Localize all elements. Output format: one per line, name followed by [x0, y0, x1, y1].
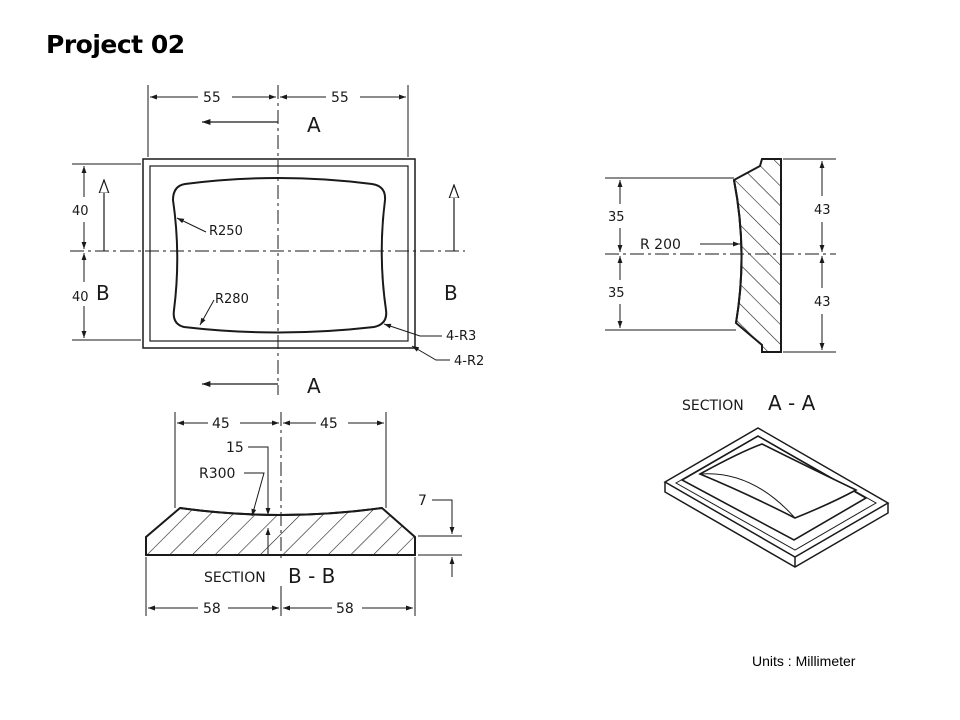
- bb-caption-id: B - B: [288, 564, 335, 588]
- section-a-top-label: A: [307, 113, 321, 137]
- aa-caption-word: SECTION: [682, 398, 744, 414]
- section-b-right-label: B: [444, 281, 458, 305]
- bb-label-r300: R300: [199, 466, 235, 482]
- section-bb: 45 45 15 R300 7 SECTION B - B 58 58: [145, 412, 462, 617]
- top-view-outer-rect: [142, 158, 416, 349]
- dim-left-upper: 40: [72, 204, 89, 219]
- label-4-r2: 4-R2: [454, 354, 484, 369]
- dim-left-lower: 40: [72, 290, 89, 305]
- aa-dim-left-upper: 35: [608, 210, 625, 225]
- isometric-view: [663, 427, 890, 568]
- dim-top-right: 55: [331, 90, 349, 106]
- top-view-cavity: [171, 177, 388, 334]
- aa-dim-right-lower: 43: [814, 295, 831, 310]
- section-b-left-label: B: [96, 281, 110, 305]
- top-view: 55 55 A A B B 40 40 R250 R280 4-R3 4-R2: [70, 85, 484, 398]
- label-r280: R280: [215, 292, 249, 307]
- top-view-inner-rect: [149, 165, 409, 342]
- section-aa: 35 35 R 200 43 43 SECTION A - A: [605, 158, 836, 415]
- dim-top-left: 55: [203, 90, 221, 106]
- page-title: Project 02: [46, 30, 185, 59]
- aa-label-r200: R 200: [640, 237, 681, 253]
- label-4-r3: 4-R3: [446, 329, 476, 344]
- aa-dim-right-upper: 43: [814, 203, 831, 218]
- bb-dim-bottom-left: 58: [203, 601, 221, 617]
- section-a-bottom-label: A: [307, 374, 321, 398]
- bb-dim-bottom-right: 58: [336, 601, 354, 617]
- bb-dim-height: 7: [418, 493, 427, 509]
- iso-cavity: [698, 443, 858, 519]
- bb-dim-top-right: 45: [320, 416, 338, 432]
- units-note: Units : Millimeter: [752, 653, 856, 669]
- label-r250: R250: [209, 224, 243, 239]
- bb-dim-depth: 15: [226, 440, 244, 456]
- bb-caption-word: SECTION: [204, 570, 266, 586]
- bb-dim-top-left: 45: [212, 416, 230, 432]
- aa-caption-id: A - A: [768, 391, 816, 415]
- aa-dim-left-lower: 35: [608, 286, 625, 301]
